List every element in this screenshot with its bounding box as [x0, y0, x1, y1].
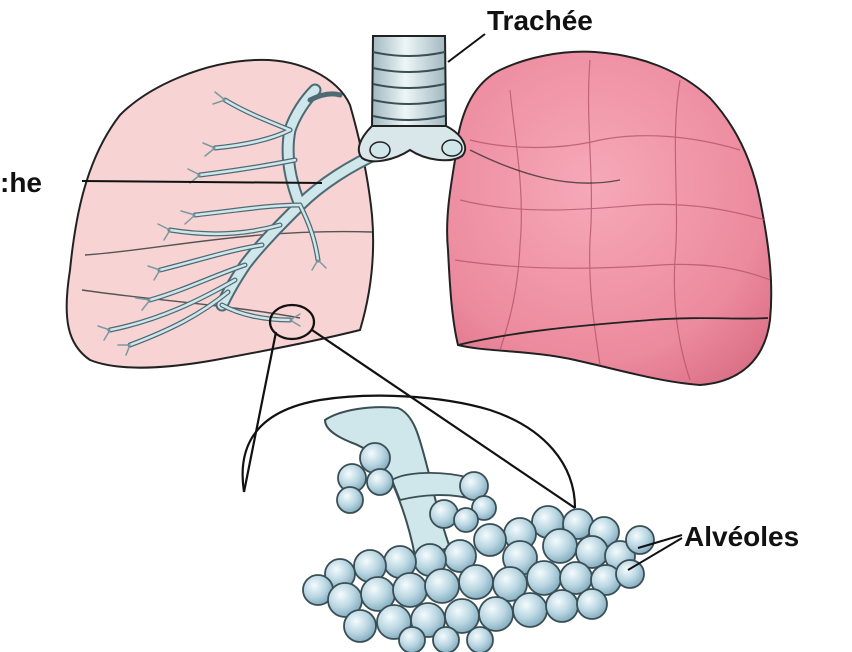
bronchi-label: :he: [0, 167, 42, 198]
trachea-leader: [448, 34, 485, 62]
alveoli-label: Alvéoles: [684, 521, 799, 552]
trachea-label: Trachée: [487, 5, 593, 36]
alveoli-magnified: [243, 396, 654, 652]
trachea: [359, 36, 465, 161]
right-lung: [447, 52, 771, 385]
